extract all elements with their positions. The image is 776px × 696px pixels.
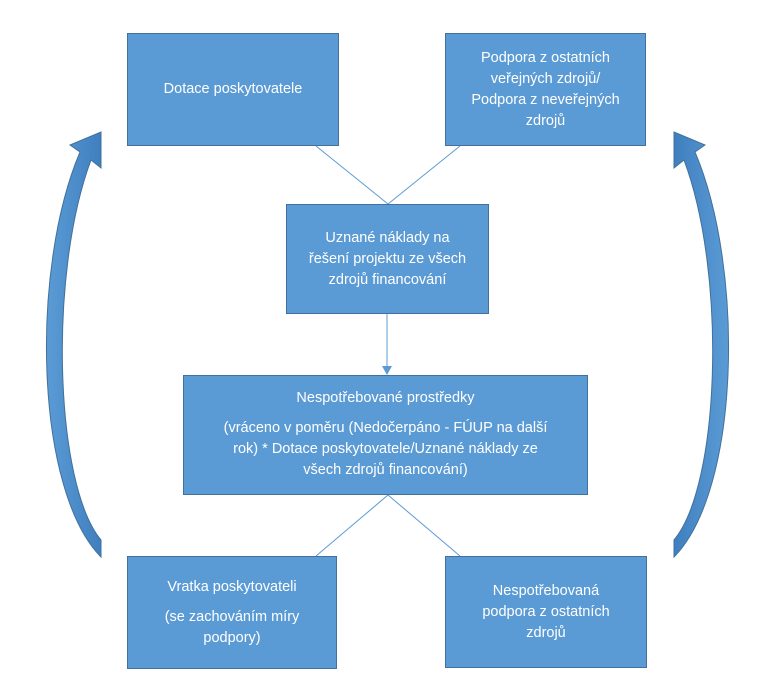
curved-arrow-left [45,131,102,559]
box-text: podpora z ostatních [482,603,610,620]
connector-nespotrebovane-to-podpora [387,494,461,557]
box-podpora-z-ostatnich-zdroju: Podpora z ostatních veřejných zdrojů/ Po… [445,33,646,146]
box-dotace-poskytovatele: Dotace poskytovatele [127,33,339,146]
box-text: Uznané náklady na [325,229,450,246]
curved-arrow-right [673,131,730,559]
box-text: zdrojů [526,624,566,641]
box-text: podpory) [203,629,261,646]
connector-podpora-to-uznane [387,145,461,205]
box-text: Podpora z neveřejných [471,91,620,108]
box-text: rok) * Dotace poskytovatele/Uznané nákla… [233,440,538,457]
box-subtext: (vráceno v poměru (Nedočerpáno - FÚUP na… [224,418,548,481]
box-text: (vráceno v poměru (Nedočerpáno - FÚUP na… [223,419,548,436]
box-text: všech zdrojů financování) [303,461,468,478]
box-nespotrebovana-podpora: Nespotřebovaná podpora z ostatních zdroj… [445,556,647,668]
box-text: řešení projektu ze všech [308,250,467,267]
box-text: Podpora z ostatních [481,49,610,66]
box-title: Vratka poskytovateli [167,578,297,595]
box-nespotrebovane-prostredky: Nespotřebované prostředky (vráceno v pom… [183,375,588,495]
box-text: Dotace poskytovatele [163,81,303,97]
box-text: veřejných zdrojů/ [490,70,601,87]
box-text: Nespotřebovaná [492,582,600,599]
box-text: (se zachováním míry [164,608,300,625]
box-title: Nespotřebované prostředky [296,389,475,406]
arrowhead-down [382,366,392,375]
box-vratka-poskytovateli: Vratka poskytovateli (se zachováním míry… [127,556,337,669]
connector-nespotrebovane-to-vratka [315,494,389,557]
box-subtext: (se zachováním míry podpory) [165,607,300,649]
connector-dotace-to-uznane [315,145,389,205]
box-uznane-naklady: Uznané náklady na řešení projektu ze vše… [286,204,489,314]
box-text: zdrojů financování [328,271,447,288]
box-text: zdrojů [525,112,566,129]
